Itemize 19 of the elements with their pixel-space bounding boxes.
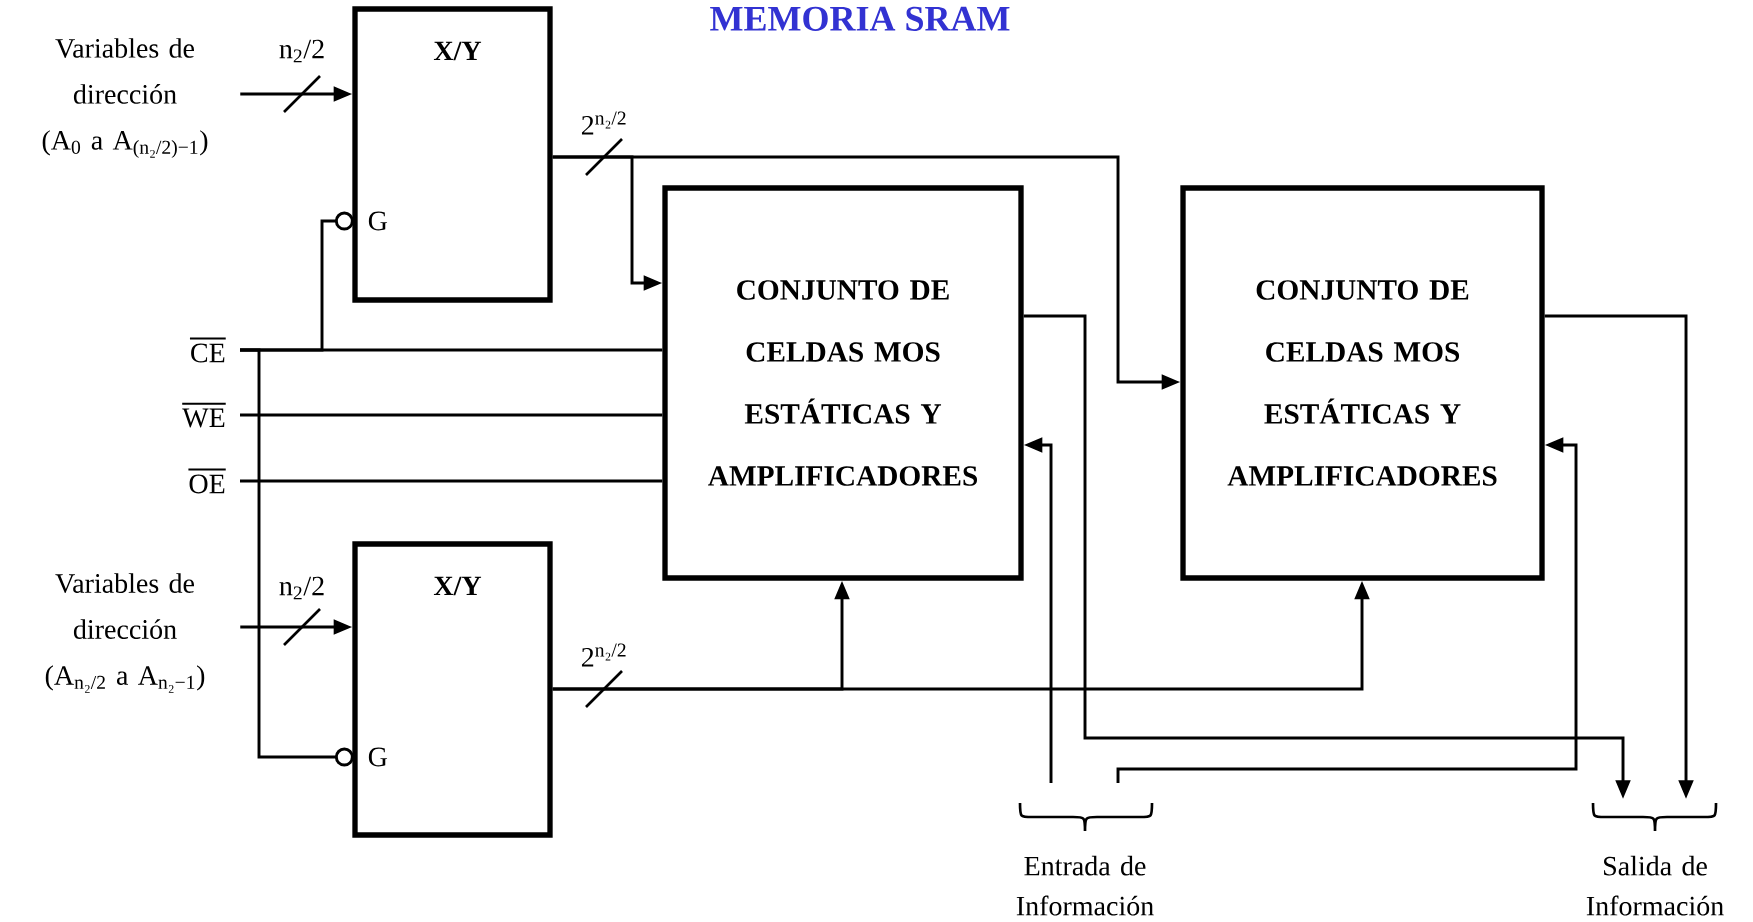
braced-label: Entrada de Información [1016,803,1154,916]
edge-label: n$_{2}$/2 [279,39,324,63]
memory-array-box: CONJUNTO DE CELDAS MOS ESTÁTICAS Y AMPLIFICADORES [1180,185,1545,581]
input-label: Variables de dirección (A$_{n₂/2}$ a A$_{n₂−1}$) [45,573,205,693]
signal-label: CE [188,337,227,363]
inverted-input-line [240,348,354,767]
connector-line [240,479,663,483]
edge-label: 2$^{n₂/2}$ [581,643,626,667]
braced-label: Salida de Información [1586,803,1724,916]
signal-label: WE [181,402,227,428]
edge-label: 2$^{n₂/2}$ [581,111,626,135]
title: MEMORIA SRAM [710,6,1010,31]
memory-array-box: CONJUNTO DE CELDAS MOS ESTÁTICAS Y AMPLIFICADORES [662,185,1024,581]
input-label: Variables de dirección (A$_{0}$ a A$_{(n₂/2)−1}$) [42,38,208,158]
decoder-box: X/Y G [352,541,553,838]
edge-label: n$_{2}$/2 [279,576,324,600]
connector-line [240,413,663,417]
signal-label: OE [187,468,227,494]
decoder-box: X/Y G [352,6,553,303]
